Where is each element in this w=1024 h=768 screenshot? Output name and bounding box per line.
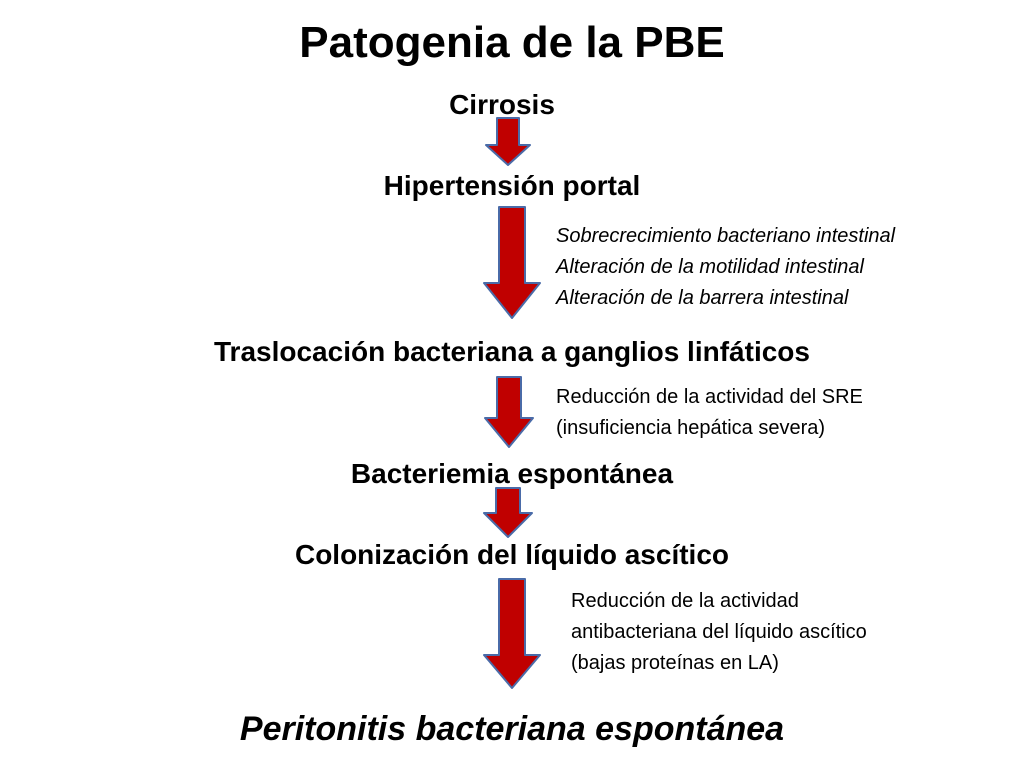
note-reduccion-antibacteriana: Reducción de la actividad antibacteriana… xyxy=(571,586,867,679)
step-hipertension-portal: Hipertensión portal xyxy=(383,170,641,201)
step-peritonitis-bacteriana: Peritonitis bacteriana espontánea xyxy=(239,710,785,748)
note-reduccion-sre: Reducción de la actividad del SRE (insuf… xyxy=(556,382,863,444)
step-bacteriemia-espontanea: Bacteriemia espontánea xyxy=(350,458,674,489)
note-line: (bajas proteínas en LA) xyxy=(571,652,779,674)
down-arrow xyxy=(483,487,533,538)
step-colonizacion-liquido-ascitico: Colonización del líquido ascítico xyxy=(294,539,730,570)
note-line: Alteración de la motilidad intestinal xyxy=(556,256,864,278)
step-traslocacion-bacteriana: Traslocación bacteriana a ganglios linfá… xyxy=(214,336,810,367)
note-line: Reducción de la actividad xyxy=(571,590,799,612)
note-line: Sobrecrecimiento bacteriano intestinal xyxy=(556,225,896,247)
note-line: Alteración de la barrera intestinal xyxy=(556,287,849,309)
note-causas-traslocacion: Sobrecrecimiento bacteriano intestinal A… xyxy=(556,221,895,314)
down-arrow xyxy=(484,376,534,448)
note-line: (insuficiencia hepática severa) xyxy=(556,417,826,439)
page-title: Patogenia de la PBE xyxy=(299,18,725,67)
down-arrow xyxy=(483,578,541,689)
down-arrow xyxy=(483,206,541,319)
step-cirrosis: Cirrosis xyxy=(449,89,555,120)
note-line: Reducción de la actividad del SRE xyxy=(556,386,863,408)
down-arrow xyxy=(485,117,531,166)
note-line: antibacteriana del líquido ascítico xyxy=(571,621,867,643)
